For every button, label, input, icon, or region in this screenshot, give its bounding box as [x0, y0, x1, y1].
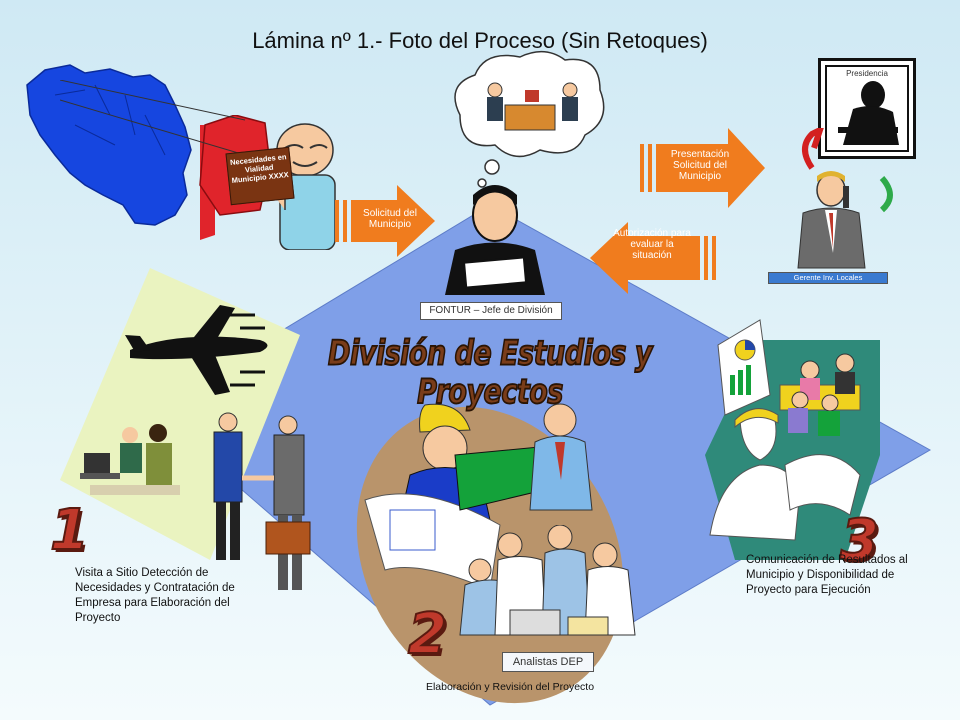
cycle-arrows	[802, 128, 893, 213]
needs-card-text: Necesidades en Vialidad Municipio XXXX	[229, 152, 290, 185]
arrow-solicitud-label: Solicitud del Municipio	[363, 208, 417, 230]
handshake-illustration	[213, 412, 311, 590]
gerente-label: Gerente Inv. Locales	[768, 272, 888, 284]
analysts-illustration	[459, 525, 636, 636]
airplane-icon	[125, 305, 268, 395]
chief-illustration	[445, 185, 545, 295]
step-1-number: 1	[49, 497, 90, 564]
arrow-presentacion	[640, 128, 765, 208]
arrow-solicitud	[335, 185, 435, 257]
gerente-illustration	[797, 171, 866, 269]
division-title: División de Estudios y Proyectos	[327, 333, 653, 412]
step-3-caption: Comunicación de Resultados al Municipio …	[746, 554, 908, 596]
president-illustration	[838, 81, 899, 145]
map-lines	[60, 80, 246, 156]
arrow-autorizacion	[590, 222, 716, 294]
needs-card: Necesidades en Vialidad Municipio XXXX	[225, 146, 295, 206]
page-title: Lámina nº 1.- Foto del Proceso (Sin Reto…	[252, 28, 708, 53]
analistas-label: Analistas DEP	[502, 652, 594, 672]
office-workers-illustration	[80, 424, 180, 495]
step-3-number: 3	[839, 507, 880, 574]
presentation-illustration	[709, 319, 861, 541]
presidencia-frame: Presidencia	[818, 58, 916, 159]
presidencia-label: Presidencia	[846, 69, 888, 78]
step-1-caption: Visita a Sitio Detección de Necesidades …	[75, 567, 235, 624]
arrow-presentacion-label: Presentación Solicitud del Municipio	[670, 149, 730, 182]
arrow-autorizacion-label: Autorización para evaluar la situación	[613, 228, 691, 261]
thought-bubble	[454, 51, 605, 188]
engineers-illustration	[364, 403, 593, 591]
step-2-number: 2	[407, 601, 448, 668]
venezuela-map	[26, 64, 192, 226]
fontur-label: FONTUR – Jefe de División	[420, 302, 562, 320]
step-2-caption: Elaboración y Revisión del Proyecto	[425, 681, 595, 693]
